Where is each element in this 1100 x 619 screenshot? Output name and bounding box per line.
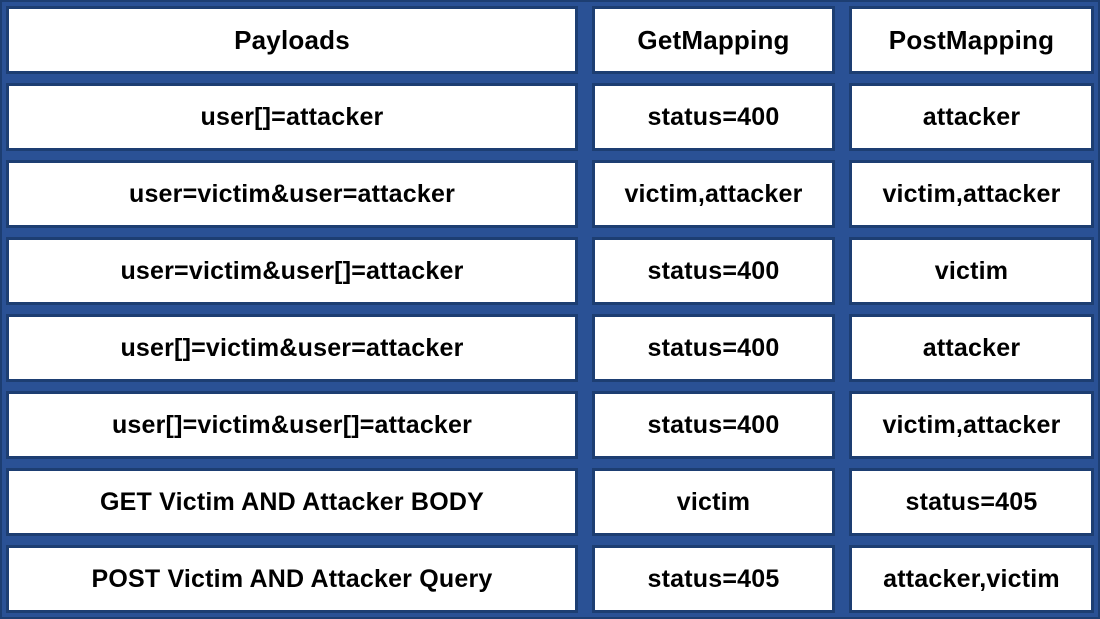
cell-postmapping: status=405	[849, 468, 1094, 536]
cell-payload: user=victim&user=attacker	[6, 160, 578, 228]
cell-postmapping: victim,attacker	[849, 391, 1094, 459]
cell-postmapping: attacker	[849, 314, 1094, 382]
cell-payload: POST Victim AND Attacker Query	[6, 545, 578, 613]
cell-payload: user[]=victim&user[]=attacker	[6, 391, 578, 459]
cell-postmapping: attacker,victim	[849, 545, 1094, 613]
cell-getmapping: status=400	[592, 83, 835, 151]
cell-payload: user=victim&user[]=attacker	[6, 237, 578, 305]
header-cell-postmapping: PostMapping	[849, 6, 1094, 74]
header-cell-payloads: Payloads	[6, 6, 578, 74]
cell-getmapping: status=405	[592, 545, 835, 613]
cell-getmapping: status=400	[592, 237, 835, 305]
cell-payload: user[]=victim&user=attacker	[6, 314, 578, 382]
cell-postmapping: victim,attacker	[849, 160, 1094, 228]
cell-postmapping: victim	[849, 237, 1094, 305]
cell-getmapping: victim,attacker	[592, 160, 835, 228]
cell-postmapping: attacker	[849, 83, 1094, 151]
cell-getmapping: status=400	[592, 314, 835, 382]
cell-payload: GET Victim AND Attacker BODY	[6, 468, 578, 536]
header-cell-getmapping: GetMapping	[592, 6, 835, 74]
cell-payload: user[]=attacker	[6, 83, 578, 151]
cell-getmapping: status=400	[592, 391, 835, 459]
cell-getmapping: victim	[592, 468, 835, 536]
